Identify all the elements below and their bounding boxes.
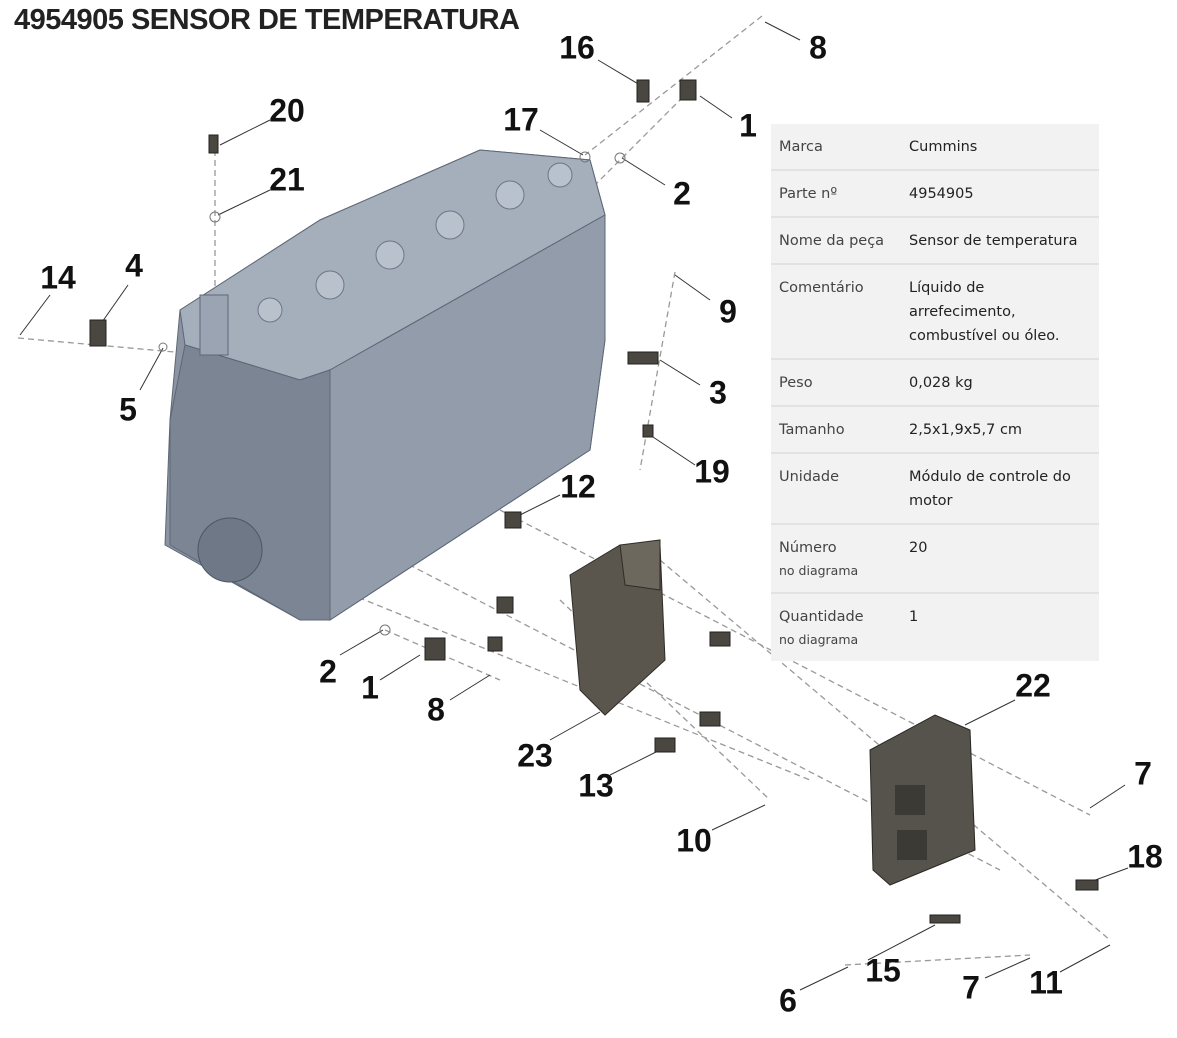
spec-label: Quantidade no diagrama: [779, 605, 909, 651]
part-spec-table: Marca Cummins Parte nº 4954905 Nome da peç…: [771, 124, 1099, 661]
spec-label: Tamanho: [779, 422, 845, 438]
spec-label: Número no diagrama: [779, 536, 909, 582]
spec-row-brand: Marca Cummins: [771, 124, 1099, 171]
spec-value: 4954905: [909, 186, 974, 202]
callout-11[interactable]: 11: [1029, 964, 1063, 1001]
spec-row-part-name: Nome da peça Sensor de temperatura: [771, 218, 1099, 265]
o-rings: [158, 151, 626, 636]
callout-19[interactable]: 19: [694, 453, 730, 490]
callout-18[interactable]: 18: [1127, 838, 1163, 875]
callout-12[interactable]: 12: [560, 468, 596, 505]
spec-row-unit: Unidade Módulo de controle do motor: [771, 454, 1099, 525]
spec-value: Módulo de controle do motor: [909, 469, 1071, 509]
ecm-bracket: [569, 539, 666, 716]
page-title: 4954905 SENSOR DE TEMPERATURA: [14, 4, 520, 36]
spec-label: Nome da peça: [779, 233, 885, 249]
callout-7b[interactable]: 7: [962, 969, 980, 1006]
spec-label-main: Quantidade: [779, 609, 864, 625]
spec-row-diagram-number: Número no diagrama 20: [771, 525, 1099, 594]
spec-label: Unidade: [779, 469, 840, 485]
callout-16[interactable]: 16: [559, 29, 595, 66]
spec-value: Sensor de temperatura: [909, 233, 1078, 249]
spec-value: Cummins: [909, 139, 978, 155]
callout-1b[interactable]: 1: [361, 669, 379, 706]
callout-7[interactable]: 7: [1134, 755, 1152, 792]
callout-3[interactable]: 3: [709, 374, 727, 411]
callout-22[interactable]: 22: [1015, 667, 1051, 704]
engine-block: [164, 149, 606, 621]
spec-value: 20: [909, 540, 928, 556]
callout-lines: [19, 21, 1129, 991]
callout-5[interactable]: 5: [119, 391, 137, 428]
callout-14[interactable]: 14: [40, 259, 76, 296]
callout-2[interactable]: 2: [673, 175, 691, 212]
spec-label: Peso: [779, 375, 813, 391]
spec-row-part-number: Parte nº 4954905: [771, 171, 1099, 218]
spec-label: Marca: [779, 139, 823, 155]
callout-6[interactable]: 6: [779, 982, 797, 1019]
spec-label: Comentário: [779, 280, 864, 296]
callout-15[interactable]: 15: [865, 952, 901, 989]
callout-21[interactable]: 21: [269, 161, 305, 198]
callout-23[interactable]: 23: [517, 737, 553, 774]
callout-2b[interactable]: 2: [319, 653, 337, 690]
spec-sublabel: no diagrama: [779, 632, 859, 647]
spec-sublabel: no diagrama: [779, 563, 859, 578]
spec-value: 0,028 kg: [909, 375, 973, 391]
spec-row-size: Tamanho 2,5x1,9x5,7 cm: [771, 407, 1099, 454]
small-parts: [89, 79, 1099, 924]
spec-row-comment: Comentário Líquido de arrefecimento, comb…: [771, 265, 1099, 360]
callout-1[interactable]: 1: [739, 107, 757, 144]
callout-13[interactable]: 13: [578, 767, 614, 804]
callout-10[interactable]: 10: [676, 822, 712, 859]
spec-row-quantity: Quantidade no diagrama 1: [771, 594, 1099, 661]
callout-9[interactable]: 9: [719, 293, 737, 330]
callout-17[interactable]: 17: [503, 101, 539, 138]
callout-8[interactable]: 8: [809, 29, 827, 66]
spec-row-weight: Peso 0,028 kg: [771, 360, 1099, 407]
callout-8b[interactable]: 8: [427, 691, 445, 728]
callout-4[interactable]: 4: [125, 247, 143, 284]
spec-value: 1: [909, 609, 919, 625]
spec-label-main: Número: [779, 540, 837, 556]
spec-label: Parte nº: [779, 186, 838, 202]
callout-20[interactable]: 20: [269, 92, 305, 129]
spec-value: Líquido de arrefecimento, combustível ou…: [909, 280, 1060, 344]
ecm-module: [869, 714, 976, 886]
spec-value: 2,5x1,9x5,7 cm: [909, 422, 1023, 438]
